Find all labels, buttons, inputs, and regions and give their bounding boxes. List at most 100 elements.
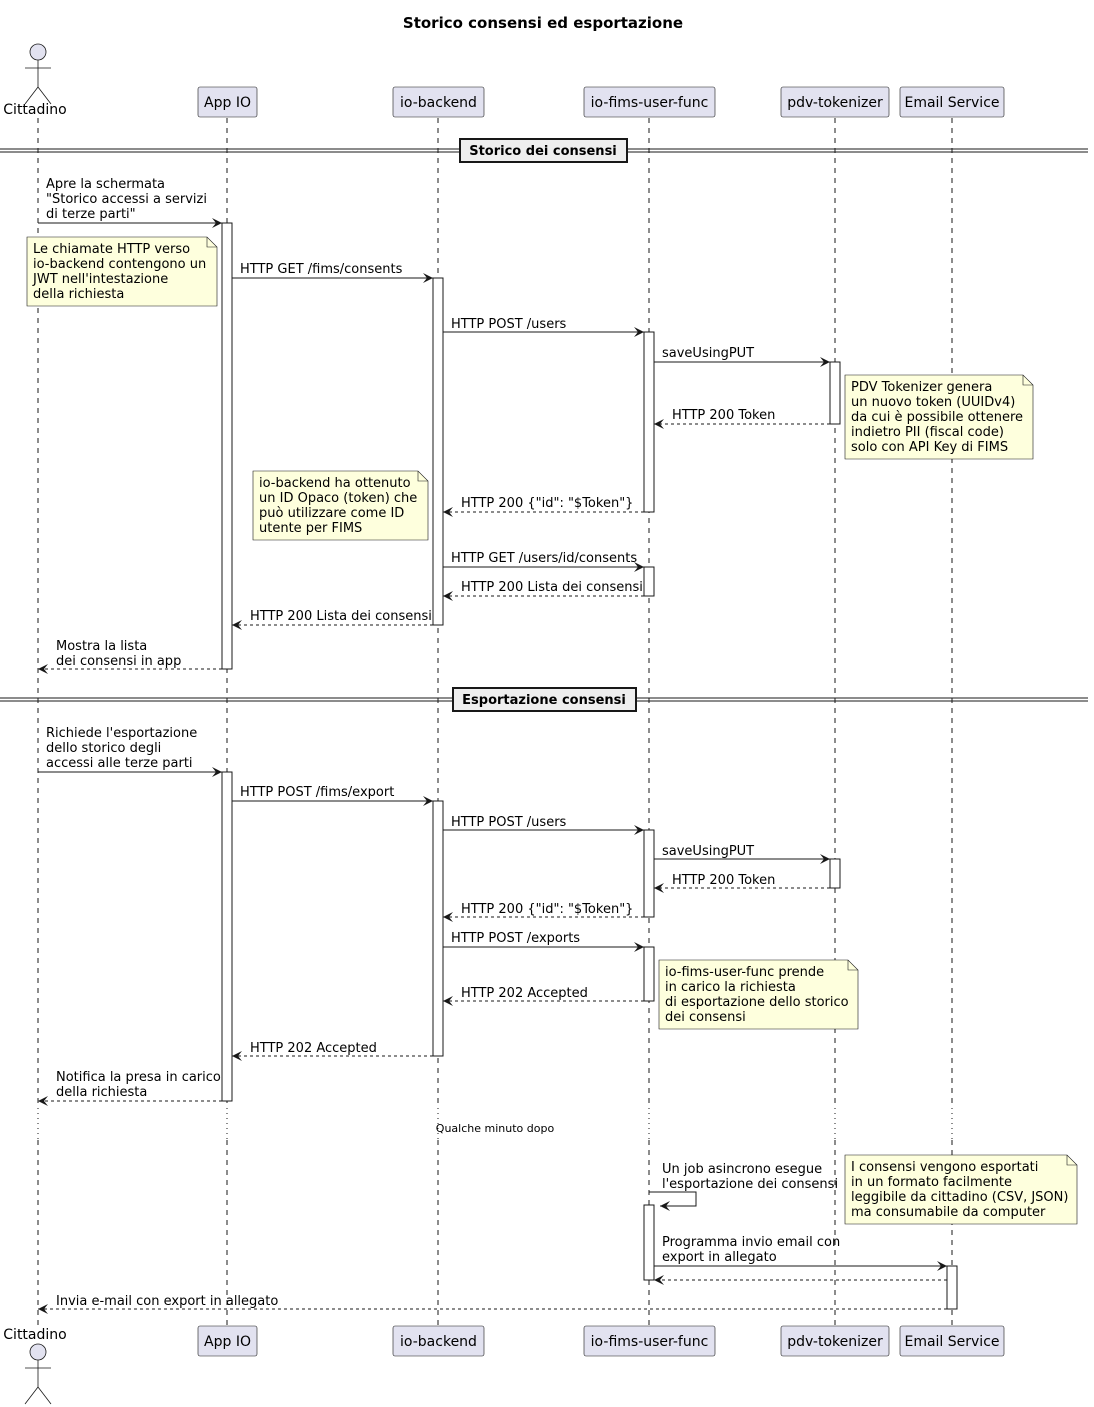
note-line: indietro PII (fiscal code) <box>851 425 1004 440</box>
note-line: in carico la richiesta <box>665 980 796 995</box>
separator-storico: Storico dei consensi <box>0 138 1088 163</box>
note-line: da cui è possibile ottenere <box>851 410 1023 425</box>
message-m2: HTTP GET /fims/consents <box>232 262 433 283</box>
participant-label: Cittadino <box>3 1327 66 1343</box>
message-label: Un job asincrono esegue <box>662 1162 822 1177</box>
note-line: un ID Opaco (token) che <box>259 491 417 506</box>
message-label: HTTP GET /users/id/consents <box>451 551 637 566</box>
separator-label: Storico dei consensi <box>469 144 617 159</box>
message-label: HTTP GET /fims/consents <box>240 262 403 277</box>
message-label: Mostra la lista <box>56 639 147 654</box>
message-label: accessi alle terze parti <box>46 756 193 771</box>
delay-label: Qualche minuto dopo <box>436 1122 555 1135</box>
note-line: JWT nell'intestazione <box>32 272 168 287</box>
participant-pdv-top: pdv-tokenizer <box>780 86 890 118</box>
participant-label: pdv-tokenizer <box>787 1334 883 1350</box>
participant-email-bottom: Email Service <box>899 1325 1005 1357</box>
participant-pdv-bottom: pdv-tokenizer <box>780 1325 890 1357</box>
activation-backend-1 <box>432 277 444 626</box>
note-line: io-fims-user-func prende <box>665 965 824 980</box>
participant-backend-top: io-backend <box>392 86 485 118</box>
activation-backend-2 <box>432 800 444 1057</box>
activation-pdv-1 <box>829 361 841 425</box>
message-label: HTTP POST /fims/export <box>240 785 394 800</box>
message-m15: HTTP 200 Token <box>654 873 830 893</box>
diagram-title: Storico consensi ed esportazione <box>403 14 683 32</box>
note-line: utente per FIMS <box>259 521 362 536</box>
message-m19: HTTP 202 Accepted <box>232 1041 433 1061</box>
message-label: HTTP 200 {"id": "$Token"} <box>461 496 633 511</box>
participant-label: Cittadino <box>3 102 66 118</box>
message-m24: Invia e-mail con export in allegato <box>38 1294 947 1314</box>
activation-app-2 <box>221 771 233 1102</box>
note-line: un nuovo token (UUIDv4) <box>851 395 1015 410</box>
note-line: PDV Tokenizer genera <box>851 380 992 395</box>
message-label: HTTP 202 Accepted <box>461 986 588 1001</box>
activation-fims-5 <box>643 1204 655 1281</box>
separator-label: Esportazione consensi <box>462 693 626 708</box>
message-label: della richiesta <box>56 1085 147 1100</box>
participant-label: App IO <box>204 95 251 111</box>
message-m14: saveUsingPUT <box>654 844 830 864</box>
message-m6: HTTP 200 {"id": "$Token"} <box>443 496 644 517</box>
message-m3: HTTP POST /users <box>443 317 644 337</box>
message-m8: HTTP 200 Lista dei consensi <box>443 580 644 601</box>
message-label: HTTP 200 Token <box>672 873 775 888</box>
activation-fims-3 <box>643 829 655 918</box>
message-m5: HTTP 200 Token <box>654 408 830 429</box>
note-line: leggibile da cittadino (CSV, JSON) <box>851 1190 1068 1205</box>
note-line: della richiesta <box>33 287 124 302</box>
message-label: HTTP 202 Accepted <box>250 1041 377 1056</box>
note-line: Le chiamate HTTP verso <box>33 242 190 257</box>
participant-label: io-backend <box>400 1334 477 1350</box>
message-label: Apre la schermata <box>46 177 165 192</box>
message-label: l'esportazione dei consensi <box>662 1177 838 1192</box>
participant-label: pdv-tokenizer <box>787 95 883 111</box>
participant-backend-bottom: io-backend <box>392 1325 485 1357</box>
message-label: HTTP 200 Lista dei consensi <box>250 609 432 624</box>
actor-cittadino-top: Cittadino <box>3 43 67 118</box>
activation-fims-4 <box>643 946 655 1002</box>
messages: Apre la schermata"Storico accessi a serv… <box>38 177 947 1314</box>
note-line: ma consumabile da computer <box>851 1205 1046 1220</box>
activation-fims-1 <box>643 331 655 513</box>
participant-fims-bottom: io-fims-user-func <box>583 1325 716 1357</box>
message-label: "Storico accessi a servizi <box>46 192 207 207</box>
message-m4: saveUsingPUT <box>654 346 830 367</box>
message-m9: HTTP 200 Lista dei consensi <box>232 609 433 630</box>
message-label: HTTP 200 Token <box>672 408 775 423</box>
note-line: in un formato facilmente <box>851 1175 1012 1190</box>
message-label: HTTP POST /users <box>451 317 567 332</box>
participant-label: io-fims-user-func <box>591 95 709 111</box>
message-label: dello storico degli <box>46 741 161 756</box>
message-m16: HTTP 200 {"id": "$Token"} <box>443 902 644 922</box>
participant-fims-top: io-fims-user-func <box>583 86 716 118</box>
message-label: dei consensi in app <box>56 654 181 669</box>
activation-bars <box>221 222 958 1310</box>
participant-label: App IO <box>204 1334 251 1350</box>
message-m17: HTTP POST /exports <box>443 931 644 952</box>
activation-fims-2 <box>643 566 655 597</box>
participant-label: Email Service <box>904 1334 999 1350</box>
note-line: può utilizzare come ID <box>259 506 404 521</box>
participant-label: io-backend <box>400 95 477 111</box>
message-label: export in allegato <box>662 1250 777 1265</box>
message-label: HTTP POST /exports <box>451 931 580 946</box>
message-label: Programma invio email con <box>662 1235 840 1250</box>
note-line: di esportazione dello storico <box>665 995 849 1010</box>
participant-app-top: App IO <box>197 86 258 118</box>
message-label: saveUsingPUT <box>662 844 754 859</box>
actor-cittadino-bottom: Cittadino <box>3 1327 67 1405</box>
message-label: HTTP POST /users <box>451 815 567 830</box>
message-label: Notifica la presa in carico <box>56 1070 221 1085</box>
